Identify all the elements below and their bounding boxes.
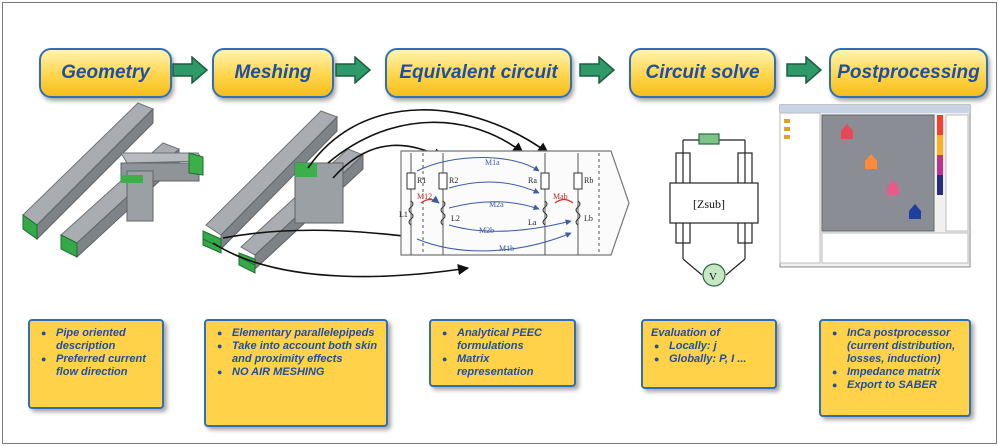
note-postprocessing: InCa postprocessor (current distribution… (819, 319, 971, 417)
stage-circuit-solve-label: Circuit solve (645, 62, 760, 83)
note-post-item: Impedance matrix (829, 366, 961, 379)
note-geometry-item: Pipe oriented description (38, 327, 154, 353)
stage-equivalent-circuit: Equivalent circuit (385, 48, 572, 98)
stage-geometry-label: Geometry (61, 62, 150, 83)
meshing-conductors (202, 110, 364, 274)
mutual-label-1a: M1a (485, 158, 500, 167)
stage-equivalent-circuit-label: Equivalent circuit (399, 62, 558, 83)
postprocessing-screenshot (779, 104, 971, 268)
resistor-label-2: R2 (449, 176, 458, 185)
note-solve-item: Locally: j (651, 340, 767, 353)
note-meshing-item: Elementary parallelepipeds (214, 327, 378, 340)
flow-arrow-1 (172, 56, 208, 84)
stage-circuit-solve: Circuit solve (629, 48, 776, 98)
geometry-conductors (22, 102, 204, 259)
mutual-label-1b: M1b (499, 244, 514, 253)
inductor-label-a: La (528, 218, 537, 227)
stage-meshing-label: Meshing (234, 62, 312, 83)
resistor-label-b: Rb (584, 176, 593, 185)
note-post-item: Export to SABER (829, 379, 961, 392)
mutual-label-ab: Mab (553, 192, 568, 201)
note-meshing-item: NO AIR MESHING (214, 366, 378, 379)
flow-arrow-2 (335, 56, 371, 84)
equivalent-circuit-diagram: R1 R2 Ra Rb L1 L2 La Lb M12 M1a M2a M2b … (399, 150, 630, 256)
note-solve-item: Globally: P, I ... (651, 353, 767, 366)
illustration-layer: R1 R2 Ra Rb L1 L2 La Lb M12 M1a M2a M2b … (22, 102, 971, 287)
note-meshing: Elementary parallelepipeds Take into acc… (204, 319, 388, 427)
stage-geometry: Geometry (39, 48, 172, 98)
voltmeter-label: V (709, 271, 717, 283)
mutual-label-2a: M2a (489, 200, 504, 209)
note-circuit-solve: Evaluation of Locally: j Globally: P, I … (641, 319, 777, 389)
note-meshing-item: Take into account both skin and proximit… (214, 340, 378, 366)
flow-arrow-3 (579, 56, 615, 84)
stage-postprocessing-label: Postprocessing (837, 62, 980, 83)
mutual-label-2b: M2b (479, 226, 494, 235)
inductor-label-b: Lb (584, 214, 593, 223)
note-geometry: Pipe oriented description Preferred curr… (28, 319, 164, 409)
inductor-label-1: L1 (399, 210, 408, 219)
resistor-label-1: R1 (417, 176, 426, 185)
inductor-label-2: L2 (451, 214, 460, 223)
circuit-solve-schematic: [Zsub] V (669, 133, 759, 287)
note-circuit-item: Matrix representation (439, 353, 566, 379)
stage-meshing: Meshing (212, 48, 334, 98)
impedance-label: [Zsub] (693, 197, 725, 211)
note-equivalent-circuit: Analytical PEEC formulations Matrix repr… (429, 319, 576, 387)
flow-arrow-4 (786, 56, 822, 84)
mutual-label-12: M12 (417, 192, 432, 201)
note-circuit-item: Analytical PEEC formulations (439, 327, 566, 353)
note-geometry-item: Preferred current flow direction (38, 353, 154, 379)
note-post-item: InCa postprocessor (current distribution… (829, 327, 961, 366)
resistor-label-a: Ra (528, 176, 537, 185)
note-solve-lead: Evaluation of (651, 327, 721, 339)
stage-postprocessing: Postprocessing (829, 48, 988, 98)
